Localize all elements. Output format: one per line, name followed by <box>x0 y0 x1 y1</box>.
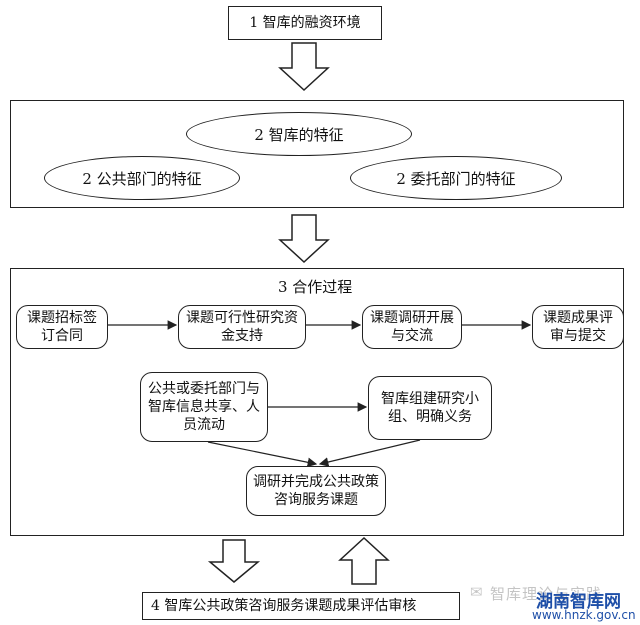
client-sector-features-ellipse: 2 委托部门的特征 <box>350 156 562 200</box>
cooperation-process-panel <box>10 268 624 536</box>
arrow-share-result <box>207 441 318 468</box>
watermark-site-name: 湖南智库网 <box>536 592 621 612</box>
evaluation-box: 4 智库公共政策咨询服务课题成果评估审核 <box>142 592 460 620</box>
step-review: 课题成果评审与提交 <box>532 305 624 349</box>
info-sharing-box: 公共或委托部门与智库信息共享、人员流动 <box>140 372 268 442</box>
research-group-box: 智库组建研究小组、明确义务 <box>368 376 492 440</box>
watermark-site-url: www.hnzk.gov.cn <box>532 608 636 622</box>
down-arrow-2 <box>278 214 330 264</box>
step-feasibility-label: 课题可行性研究资金支持 <box>186 310 298 344</box>
step-bidding: 课题招标签订合同 <box>16 305 108 349</box>
think-tank-features-ellipse: 2 智库的特征 <box>186 112 412 156</box>
step-research-label: 课题调研开展与交流 <box>370 310 454 344</box>
step-bidding-label: 课题招标签订合同 <box>27 310 97 344</box>
info-sharing-label: 公共或委托部门与智库信息共享、人员流动 <box>148 381 260 433</box>
down-arrow-1 <box>278 42 330 92</box>
cooperation-process-title: 3 合作过程 <box>278 278 353 296</box>
step-review-label: 课题成果评审与提交 <box>543 310 613 344</box>
evaluation-label: 4 智库公共政策咨询服务课题成果评估审核 <box>151 598 417 614</box>
wechat-icon: ✉ <box>470 583 483 601</box>
step-feasibility: 课题可行性研究资金支持 <box>178 305 306 349</box>
research-group-label: 智库组建研究小组、明确义务 <box>381 391 479 425</box>
public-sector-features-ellipse: 2 公共部门的特征 <box>44 156 240 200</box>
complete-project-label: 调研并完成公共政策咨询服务课题 <box>253 474 379 508</box>
watermark-wechat-name: 智库理论与实践 <box>490 585 603 603</box>
up-arrow <box>338 536 390 585</box>
arrow-group-result <box>318 439 421 467</box>
down-arrow-3 <box>207 539 261 583</box>
step-research: 课题调研开展与交流 <box>362 305 462 349</box>
complete-project-box: 调研并完成公共政策咨询服务课题 <box>246 466 386 516</box>
characteristics-panel <box>10 100 624 208</box>
funding-environment-label: 1 智库的融资环境 <box>249 15 361 31</box>
client-sector-features-label: 2 委托部门的特征 <box>396 169 516 188</box>
think-tank-features-label: 2 智库的特征 <box>254 125 344 144</box>
public-sector-features-label: 2 公共部门的特征 <box>82 169 202 188</box>
funding-environment-box: 1 智库的融资环境 <box>228 6 382 40</box>
